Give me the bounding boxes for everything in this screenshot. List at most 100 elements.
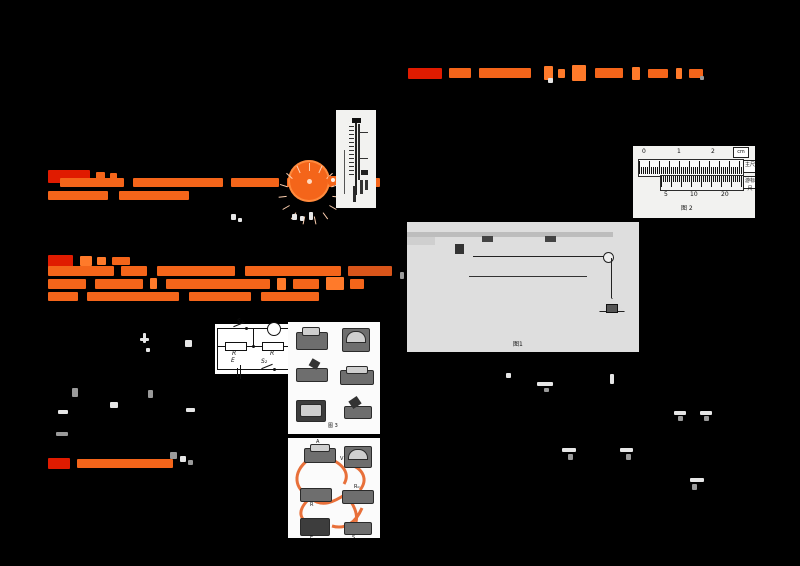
main-scale-tick <box>691 167 692 174</box>
main-scale-tick <box>741 167 742 174</box>
main-scale-tick <box>671 167 672 174</box>
main-scale-tick <box>665 167 666 174</box>
text-fragment <box>704 416 709 421</box>
photogate-1 <box>407 245 412 265</box>
main-scale-tick <box>645 167 646 174</box>
text-fragment <box>548 78 553 83</box>
figure-caption-2: 图 2 <box>681 205 693 212</box>
vernier-scale-tick <box>737 176 738 182</box>
battery-symbol-long <box>240 365 241 379</box>
wiring-battery <box>300 518 330 536</box>
main-scale-ticks <box>639 160 742 174</box>
air-track-figure: 20 25 60 cm L 挡光片 滑块 光电门1 光电门2 细线 定滑轮 砝码… <box>407 222 639 352</box>
main-scale-tick <box>709 161 710 174</box>
vernier-scale-tick <box>693 176 694 182</box>
main-scale-tick <box>729 161 730 174</box>
main-scale-tick <box>675 167 676 174</box>
vernier-scale-tick <box>679 176 680 182</box>
main-scale-tick <box>689 161 690 174</box>
fixed-pulley <box>603 252 614 263</box>
vernier-scale-tick <box>733 176 734 182</box>
wiring-label-s: S <box>352 535 356 538</box>
battery-symbol <box>237 368 238 377</box>
text-fragment <box>110 402 118 408</box>
vernier-scale-tick <box>673 176 674 182</box>
analog-dial-meter <box>278 160 341 225</box>
text-fragment <box>562 448 576 452</box>
main-scale-tick <box>711 167 712 174</box>
air-track-rail <box>407 222 613 232</box>
main-scale-tick <box>667 167 668 174</box>
vernier-scale-tick <box>703 176 704 182</box>
question-text-line-2d <box>48 290 368 302</box>
circuit-node <box>252 345 255 348</box>
main-scale-tick <box>639 161 640 174</box>
light-blocking-plate <box>455 244 464 254</box>
equipment-rheostat <box>296 368 328 382</box>
wiring-rheostat <box>300 488 332 502</box>
caption-fragment <box>231 214 236 220</box>
main-scale-name: 主尺 <box>743 160 755 173</box>
formula-fragment <box>400 272 404 279</box>
pulley-string <box>611 258 612 298</box>
main-scale-tick <box>685 167 686 174</box>
vernier-scale-tick <box>677 176 678 182</box>
text-fragment <box>72 388 78 397</box>
main-scale-tick <box>703 167 704 174</box>
vernier-scale-tick <box>719 176 720 182</box>
weights <box>606 304 618 313</box>
dial-hub <box>306 178 312 184</box>
rail-scale <box>469 276 587 282</box>
main-scale-tick <box>693 167 694 174</box>
question-text-top-right <box>408 62 708 84</box>
equipment-grid-caption: 图 3 <box>328 423 338 429</box>
air-track-rail-lower <box>407 232 613 237</box>
main-scale-label-0: 0 <box>642 148 646 155</box>
main-scale-tick <box>707 167 708 174</box>
dial-tick <box>278 195 287 198</box>
text-fragment <box>700 411 712 415</box>
text-fragment <box>674 411 686 415</box>
question-text-line-2b <box>48 264 398 277</box>
text-fragment <box>700 76 704 80</box>
vernier-scale-tick <box>705 176 706 182</box>
dial-terminal-dot <box>331 178 335 182</box>
question-marker-2 <box>48 254 73 268</box>
wiring-switch <box>344 522 372 535</box>
vernier-scale-tick <box>663 176 664 182</box>
caption-fragment <box>300 216 304 221</box>
vernier-scale-tick <box>691 176 692 187</box>
vernier-scale-name: 游标尺 <box>743 176 755 192</box>
main-scale-tick <box>673 167 674 174</box>
vernier-label-10: 10 <box>690 191 698 198</box>
main-scale-tick <box>699 161 700 174</box>
vernier-scale-tick <box>681 176 682 187</box>
main-scale-tick <box>727 167 728 174</box>
caption-fragment <box>309 212 313 220</box>
main-scale-tick <box>679 161 680 174</box>
vernier-scale-tick <box>735 176 736 182</box>
dial-needle <box>309 163 310 171</box>
text-fragment <box>678 416 683 421</box>
vernier-scale-tick <box>685 176 686 182</box>
main-scale-tick <box>715 167 716 174</box>
vernier-scale-tick <box>671 176 672 187</box>
main-scale-tick <box>643 167 644 174</box>
vernier-scale-tick <box>721 176 722 187</box>
wiring-label-a: A <box>316 439 320 445</box>
main-scale-tick <box>647 167 648 174</box>
text-fragment <box>146 348 150 352</box>
main-scale-tick <box>659 161 660 174</box>
vernier-scale-tick <box>711 176 712 187</box>
dial-tick <box>318 165 323 174</box>
string <box>473 256 607 257</box>
switch-s2-pole <box>273 368 276 371</box>
wiring-label-r: R <box>310 502 314 508</box>
vernier-label-5: 5 <box>664 191 668 198</box>
label-resistor-right: R <box>270 350 275 357</box>
text-fragment <box>56 432 68 436</box>
resistor-left <box>225 342 247 351</box>
main-scale-tick <box>695 167 696 174</box>
vernier-scale-tick <box>717 176 718 182</box>
